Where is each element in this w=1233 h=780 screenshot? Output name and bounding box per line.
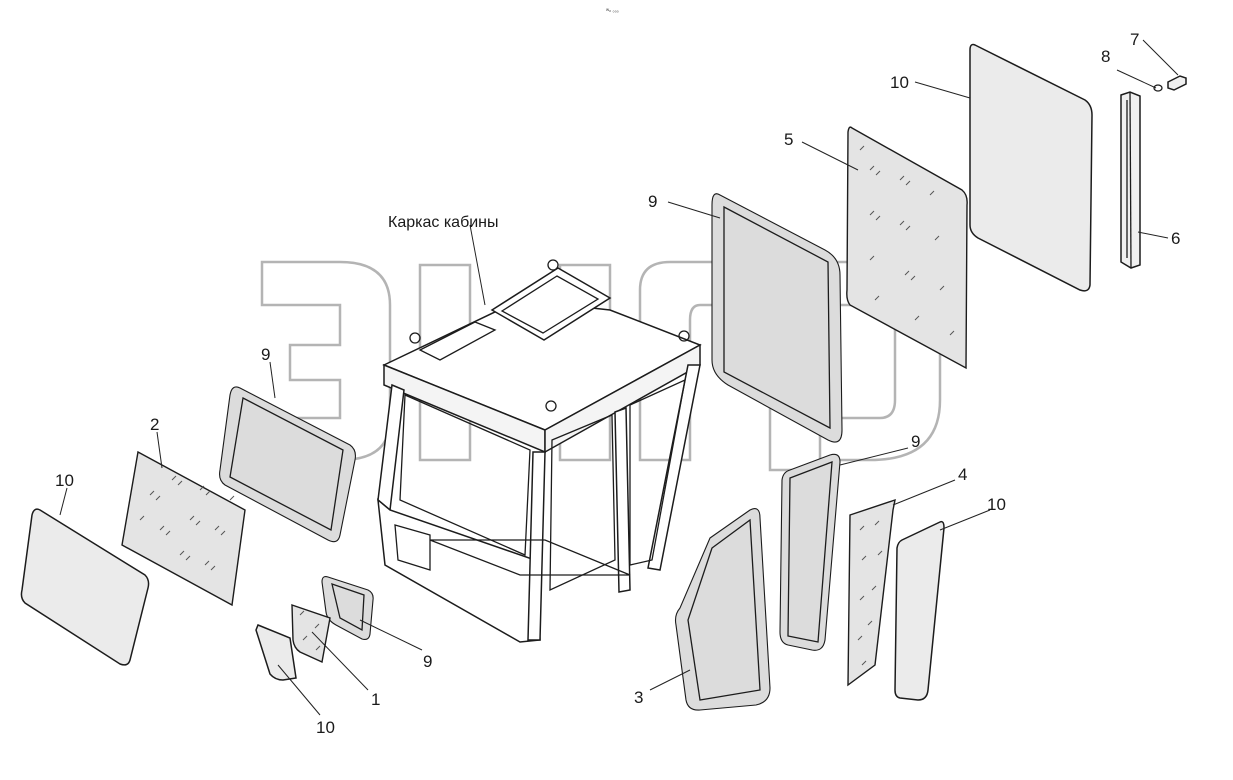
callout-1: 1 bbox=[371, 690, 380, 709]
film-2-pattern bbox=[139, 475, 235, 571]
cab-side-window-frame bbox=[549, 414, 616, 592]
leader-lines bbox=[59, 39, 1179, 716]
mounting-rail-6 bbox=[1120, 91, 1141, 269]
callout-9-small: 9 bbox=[423, 652, 432, 671]
cab-floor bbox=[429, 539, 631, 576]
window-seal-9-small bbox=[321, 576, 374, 640]
tint-film-5 bbox=[846, 126, 968, 370]
cab-rear-pillar bbox=[647, 364, 701, 571]
roof-vent bbox=[418, 321, 497, 361]
cab-frame bbox=[377, 259, 702, 643]
bolt-7 bbox=[1167, 75, 1187, 91]
cab-front-window-frame bbox=[399, 394, 531, 556]
roof-hatch-inner bbox=[500, 275, 600, 334]
tint-film-4 bbox=[847, 498, 896, 687]
glass-panel-10-small bbox=[255, 624, 297, 681]
washer-8 bbox=[1153, 84, 1163, 92]
callout-7: 7 bbox=[1130, 30, 1139, 49]
callout-9-top: 9 bbox=[648, 192, 657, 211]
glass-panel-10-top bbox=[969, 43, 1093, 292]
callout-10-bottom: 10 bbox=[316, 718, 335, 737]
cab-rear-window-frame bbox=[629, 378, 686, 566]
cab-mid-pillar bbox=[614, 406, 631, 593]
callout-6: 6 bbox=[1171, 229, 1180, 248]
film-4-pattern bbox=[857, 520, 883, 666]
lift-eye-icon bbox=[547, 259, 559, 271]
lift-eye-icon bbox=[545, 400, 557, 412]
window-seal-9-right-large bbox=[711, 193, 843, 443]
glass-panel-10-left bbox=[20, 508, 150, 666]
caption-cab-frame: Каркас кабины bbox=[388, 214, 499, 231]
cab-side-panel bbox=[377, 498, 541, 643]
cab-door-opening bbox=[394, 524, 431, 571]
callout-2: 2 bbox=[150, 415, 159, 434]
callout-10-right: 10 bbox=[987, 495, 1006, 514]
callout-10-top: 10 bbox=[890, 73, 909, 92]
callout-10-left: 10 bbox=[55, 471, 74, 490]
door-seal-3 bbox=[674, 508, 771, 711]
lift-eye-icon bbox=[409, 332, 421, 344]
cab-center-pillar bbox=[527, 451, 546, 641]
callout-3: 3 bbox=[634, 688, 643, 707]
callout-4: 4 bbox=[958, 465, 967, 484]
window-seal-9-right-narrow bbox=[779, 453, 841, 651]
callout-9-right: 9 bbox=[911, 432, 920, 451]
header-mark: ᵂₙ ₀₀₀ bbox=[606, 8, 619, 14]
film-5-pattern bbox=[859, 145, 955, 336]
callout-8: 8 bbox=[1101, 47, 1110, 66]
lift-eye-icon bbox=[678, 330, 690, 342]
glass-panel-10-right bbox=[894, 520, 945, 701]
glass-1-pattern bbox=[299, 610, 321, 651]
window-seal-9-left bbox=[219, 386, 356, 543]
callout-9-left: 9 bbox=[261, 345, 270, 364]
callout-5: 5 bbox=[784, 130, 793, 149]
glass-1 bbox=[291, 604, 331, 664]
